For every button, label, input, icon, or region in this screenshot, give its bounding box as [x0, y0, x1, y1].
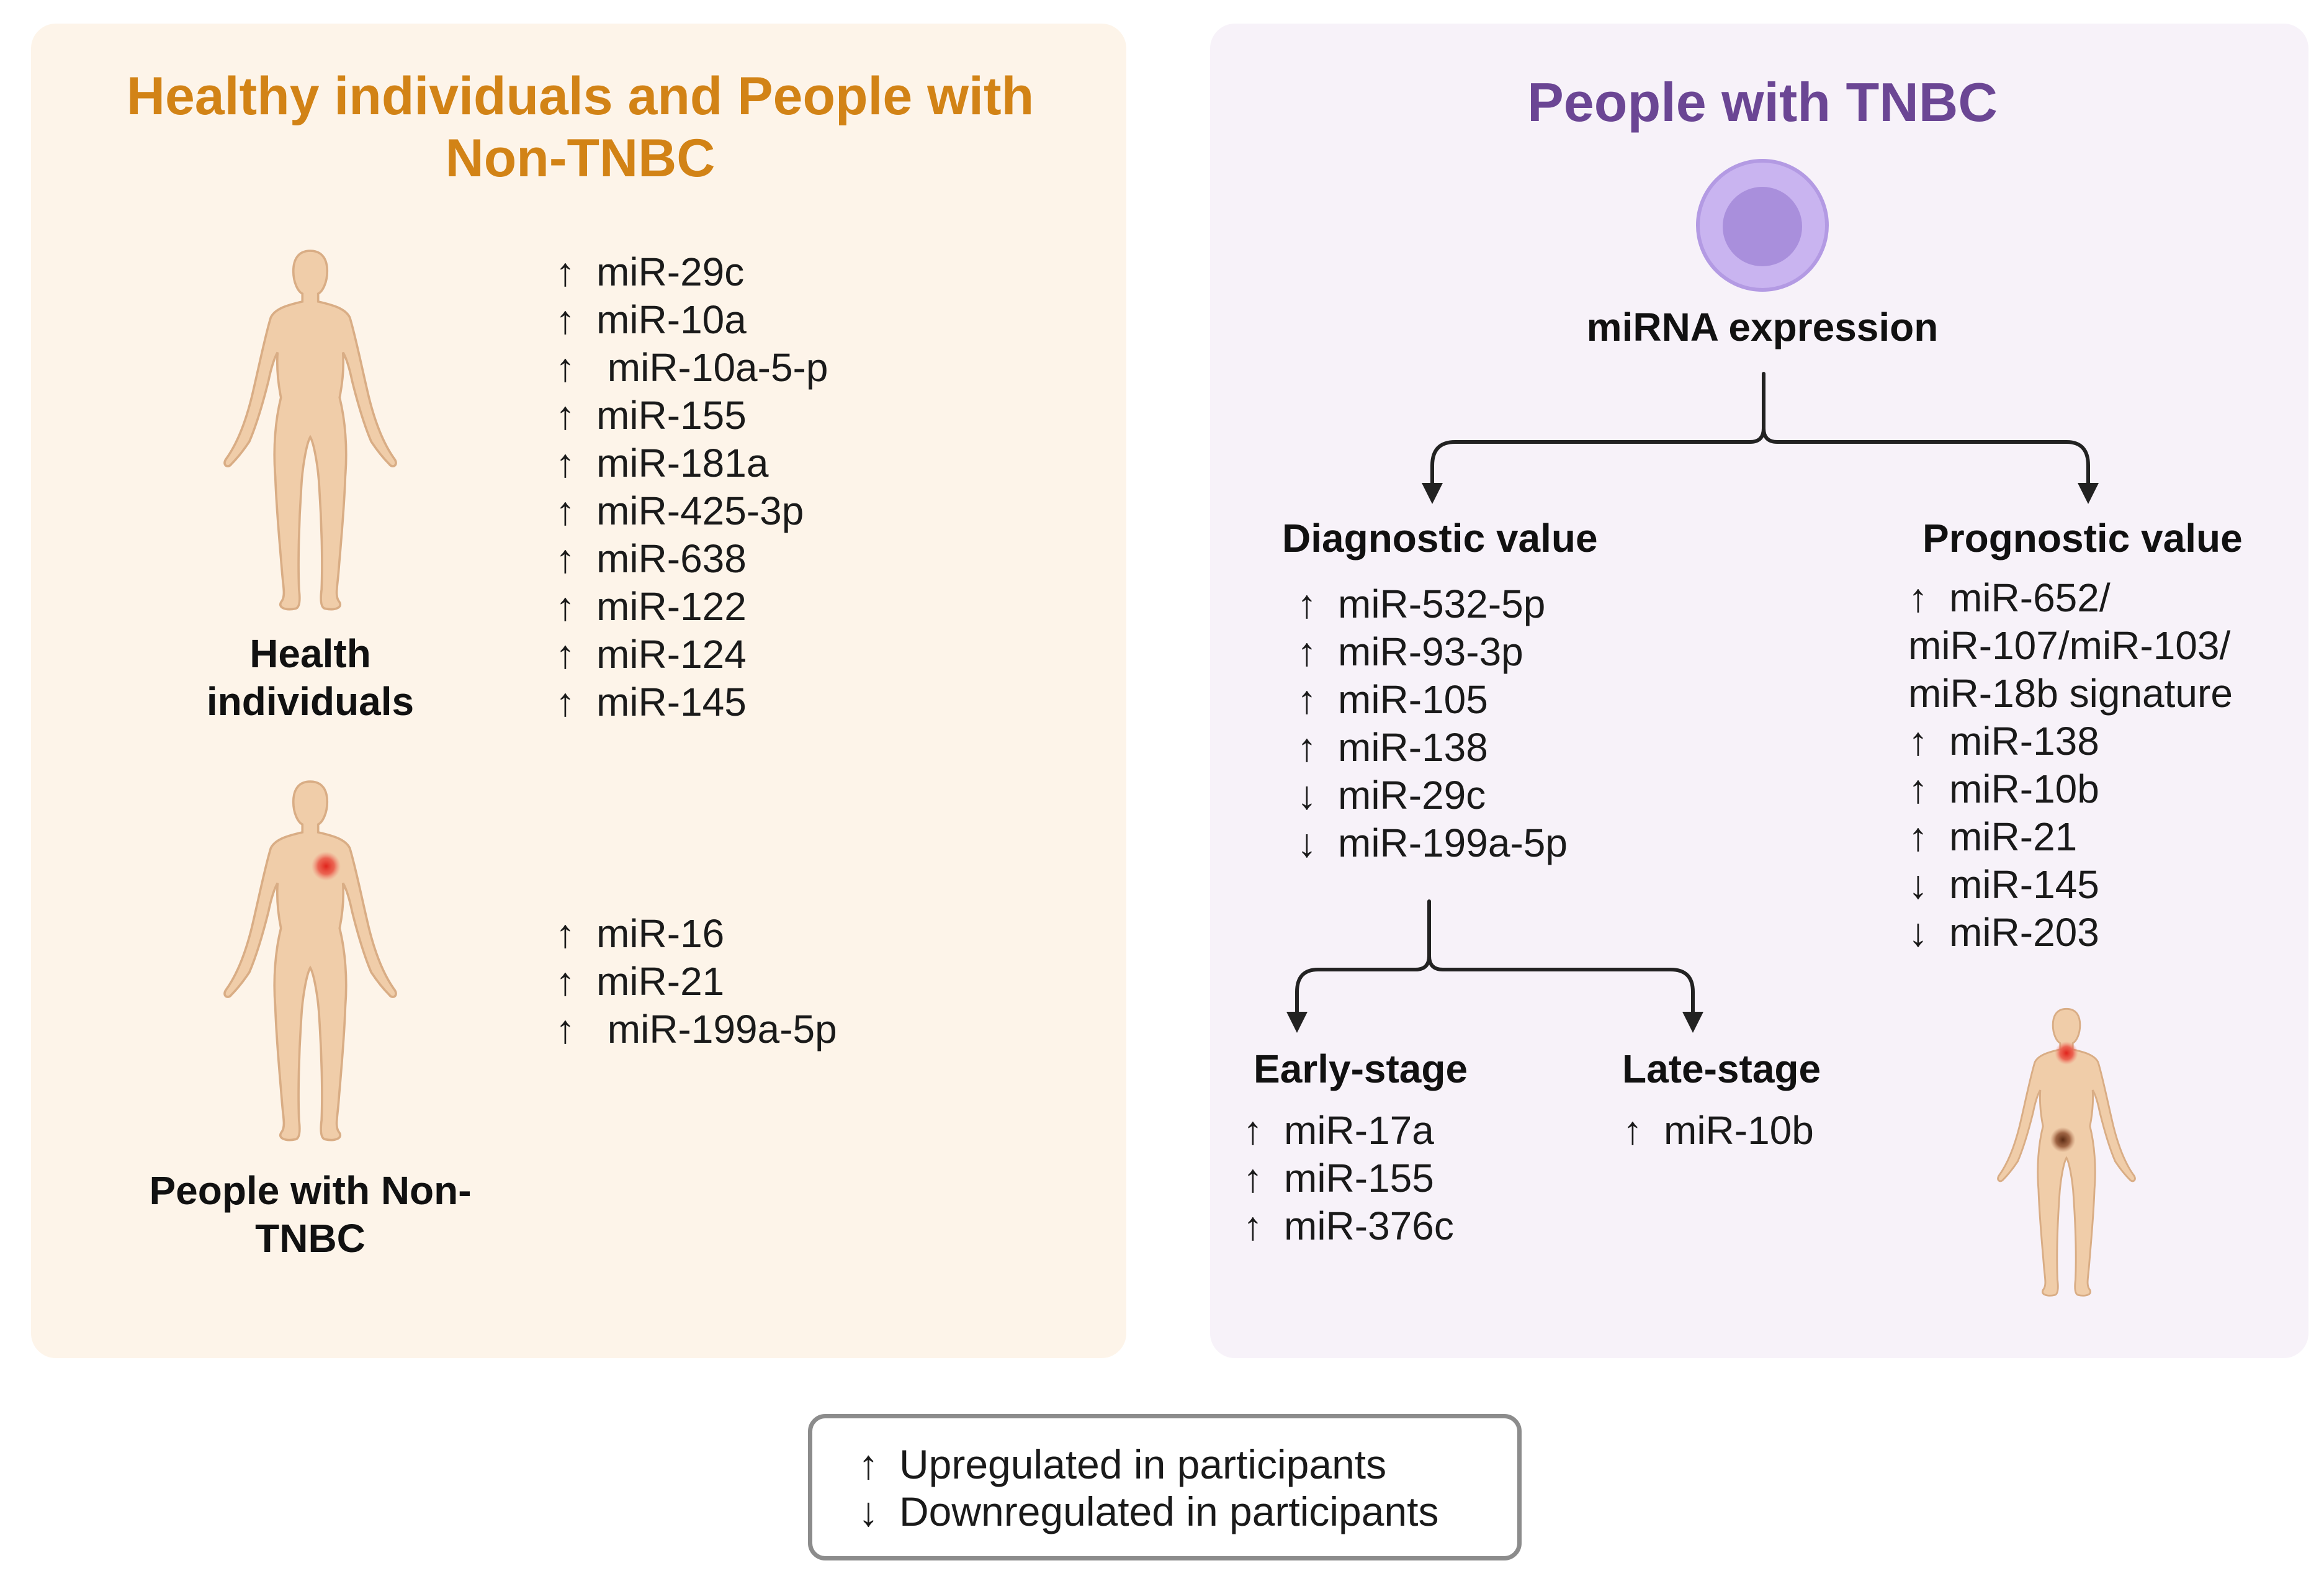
early-stage-heading: Early-stage — [1254, 1047, 1468, 1091]
legend: ↑Upregulated in participants ↓Downregula… — [808, 1414, 1522, 1560]
list-item: ↑miR-93-3p — [1297, 629, 1523, 674]
right-panel-title: People with TNBC — [1527, 71, 1998, 133]
prognostic-mirna-list: ↑miR-138 ↑miR-10b ↑miR-21 ↓miR-145 ↓miR-… — [1908, 718, 2099, 957]
non-tnbc-caption: People with Non-TNBC — [149, 1168, 472, 1261]
list-item: ↑miR-376c — [1243, 1204, 1454, 1248]
healthy-mirna-list: ↑miR-29c ↑miR-10a ↑ miR-10a-5-p ↑miR-155… — [555, 248, 828, 726]
list-item: ↑miR-29c — [555, 250, 745, 294]
list-item: ↑miR-124 — [555, 632, 747, 677]
tumor-spot-icon — [311, 851, 341, 881]
tnbc-person-icon — [1997, 1007, 2136, 1297]
legend-item-up: ↑Upregulated in participants — [858, 1441, 1387, 1487]
list-item: ↓miR-199a-5p — [1297, 821, 1568, 865]
tumor-spot-icon — [2055, 1041, 2078, 1065]
prognostic-heading: Prognostic value — [1922, 516, 2243, 561]
list-item: ↓miR-29c — [1297, 773, 1486, 817]
early-stage-mirna-list: ↑miR-17a ↑miR-155 ↑miR-376c — [1243, 1107, 1454, 1250]
list-item: ↓miR-203 — [1908, 910, 2099, 955]
list-item: ↑miR-10b — [1908, 767, 2099, 811]
diagnostic-mirna-list: ↑miR-532-5p ↑miR-93-3p ↑miR-105 ↑miR-138… — [1297, 580, 1568, 867]
list-item: ↑miR-155 — [1243, 1156, 1434, 1200]
list-item: ↑miR-10b — [1623, 1108, 1814, 1153]
healthy-person-icon — [223, 250, 397, 611]
list-item: ↑miR-155 — [555, 393, 747, 438]
list-item: ↑ miR-199a-5p — [555, 1007, 837, 1051]
left-panel — [31, 24, 1126, 1358]
prognostic-signature: ↑miR-652/ miR-107/miR-103/ miR-18b signa… — [1908, 575, 2233, 716]
list-item: ↑miR-638 — [555, 536, 747, 581]
list-item: ↑ miR-10a-5-p — [555, 345, 828, 390]
list-item: ↑miR-145 — [555, 680, 747, 724]
non-tnbc-mirna-list: ↑miR-16 ↑miR-21 ↑ miR-199a-5p — [555, 910, 837, 1053]
list-item: ↑miR-181a — [555, 441, 769, 485]
legend-item-down: ↓Downregulated in participants — [858, 1488, 1439, 1534]
mirna-expression-label: miRNA expression — [1586, 305, 1939, 349]
tumor-spot-icon — [2050, 1127, 2076, 1153]
list-item: ↑miR-16 — [555, 911, 725, 956]
list-item: ↑miR-10a — [555, 297, 747, 342]
late-stage-mirna-list: ↑miR-10b — [1623, 1107, 1814, 1155]
list-item: ↑miR-138 — [1297, 725, 1488, 770]
list-item: ↓miR-145 — [1908, 862, 2099, 907]
late-stage-heading: Late-stage — [1622, 1047, 1821, 1091]
list-item: ↑miR-21 — [1908, 814, 2078, 859]
cell-icon — [1696, 159, 1829, 292]
list-item: ↑miR-425-3p — [555, 489, 804, 533]
list-item: ↑miR-21 — [555, 959, 725, 1004]
legend-list: ↑Upregulated in participants ↓Downregula… — [858, 1441, 1439, 1535]
list-item: ↑miR-122 — [555, 584, 747, 629]
list-item: ↑miR-105 — [1297, 677, 1488, 722]
list-item: ↑miR-138 — [1908, 719, 2099, 763]
list-item: ↑miR-17a — [1243, 1108, 1434, 1153]
diagnostic-heading: Diagnostic value — [1282, 516, 1598, 561]
list-item: ↑miR-532-5p — [1297, 582, 1546, 626]
non-tnbc-person-icon — [223, 780, 397, 1141]
